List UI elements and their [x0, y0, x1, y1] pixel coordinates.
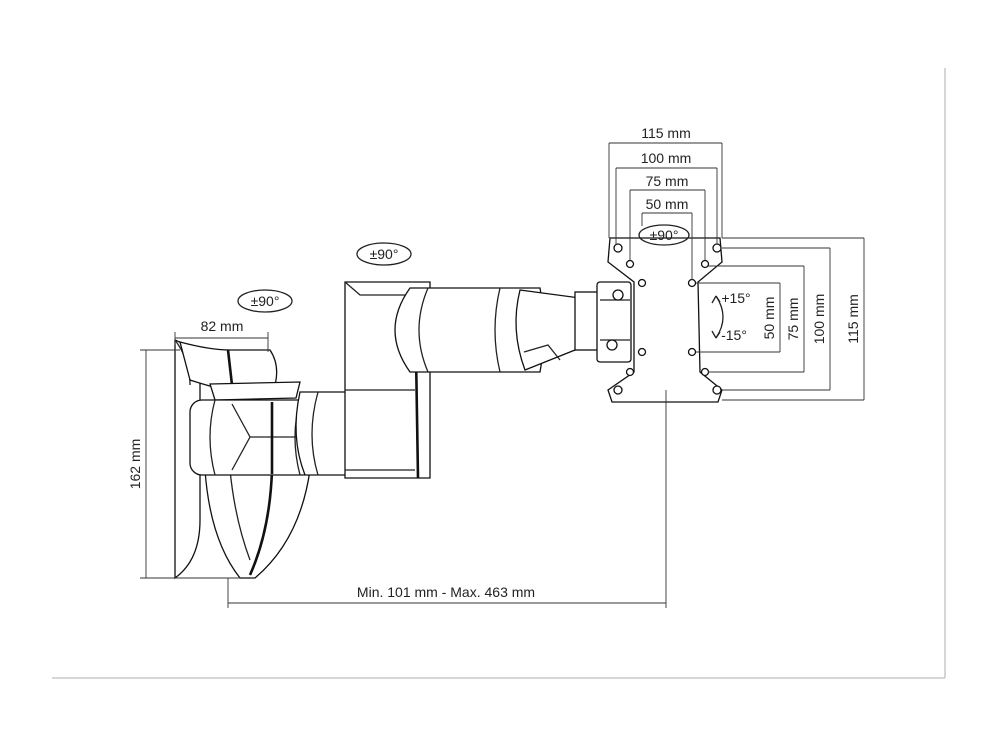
vesa-h-100-label: 100 mm [641, 150, 692, 166]
upper-arm [394, 287, 581, 373]
dim-vesa-horizontal [608, 142, 723, 280]
wall-base [174, 339, 316, 580]
rotation-badge-head: ±90° [638, 224, 690, 246]
tilt-arc [711, 295, 724, 339]
rotation-label-head: ±90° [650, 227, 679, 243]
vesa-h-50-label: 50 mm [646, 196, 689, 212]
rotation-label-arm: ±90° [370, 246, 399, 262]
vesa-v-115-label: 115 mm [845, 294, 861, 344]
vesa-h-115-label: 115 mm [641, 125, 691, 141]
reach-label: Min. 101 mm - Max. 463 mm [357, 584, 535, 600]
vesa-v-100-label: 100 mm [811, 294, 827, 345]
base-width-label: 82 mm [201, 318, 244, 334]
vesa-v-50-label: 50 mm [761, 297, 777, 340]
dim-reach [227, 390, 667, 608]
tilt-head [574, 281, 632, 363]
dim-vesa-vertical [696, 237, 865, 401]
dim-base-width [174, 332, 269, 352]
vesa-v-75-label: 75 mm [785, 298, 801, 341]
base-height-label: 162 mm [127, 439, 143, 490]
tilt-up-label: +15° [721, 290, 750, 306]
lower-arm [295, 391, 351, 476]
dim-base-height [140, 349, 240, 579]
vesa-plate [607, 237, 723, 403]
rotation-badge-arm: ±90° [356, 242, 412, 266]
vesa-h-75-label: 75 mm [646, 173, 689, 189]
tilt-down-label: -15° [721, 327, 747, 343]
page-frame [52, 68, 946, 679]
rotation-badge-wall: ±90° [237, 289, 293, 313]
rotation-label-wall: ±90° [251, 293, 280, 309]
